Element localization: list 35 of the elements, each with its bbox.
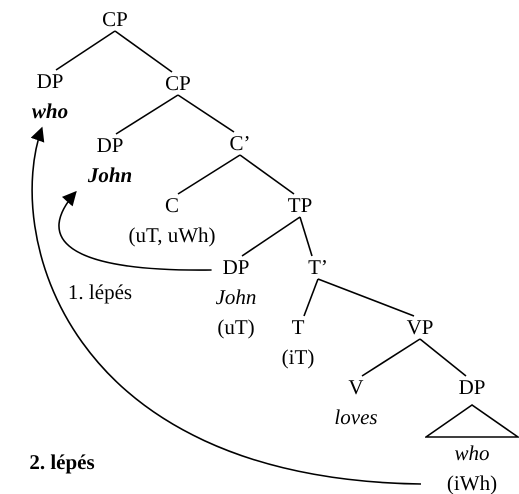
category-label: C (164, 192, 180, 219)
branch-line (420, 338, 466, 377)
movement-arrow (31, 126, 422, 485)
category-label: C’ (230, 130, 250, 157)
branch-line (178, 94, 234, 133)
branch-line (178, 154, 240, 195)
category-label: DP (36, 68, 64, 95)
movement-arrow (58, 190, 212, 271)
category-label: T’ (308, 254, 328, 281)
word-label: who (453, 440, 490, 467)
category-label: T (290, 314, 306, 341)
branch-line (362, 338, 420, 377)
category-label: DP (458, 374, 486, 401)
category-label: DP (222, 254, 250, 281)
branch-line (318, 278, 414, 317)
word-label: loves (334, 404, 378, 431)
branch-line (116, 94, 178, 135)
category-label: DP (96, 132, 124, 159)
branch-line (303, 278, 319, 316)
word-label: John (88, 162, 132, 189)
word-label: John (216, 284, 256, 311)
category-label: TP (288, 192, 312, 219)
feature-label: (uT, uWh) (128, 222, 216, 249)
category-label: V (347, 374, 365, 401)
category-label: CP (165, 70, 191, 97)
branch-line (240, 154, 294, 195)
branch-line (299, 216, 313, 256)
category-label: VP (406, 314, 434, 341)
branch-line (242, 216, 300, 257)
category-label: CP (102, 6, 128, 33)
branch-line (56, 30, 116, 71)
feature-label: (uT) (216, 314, 256, 341)
word-label: who (32, 98, 68, 125)
feature-label: (iT) (282, 344, 314, 371)
branch-line (114, 30, 172, 73)
